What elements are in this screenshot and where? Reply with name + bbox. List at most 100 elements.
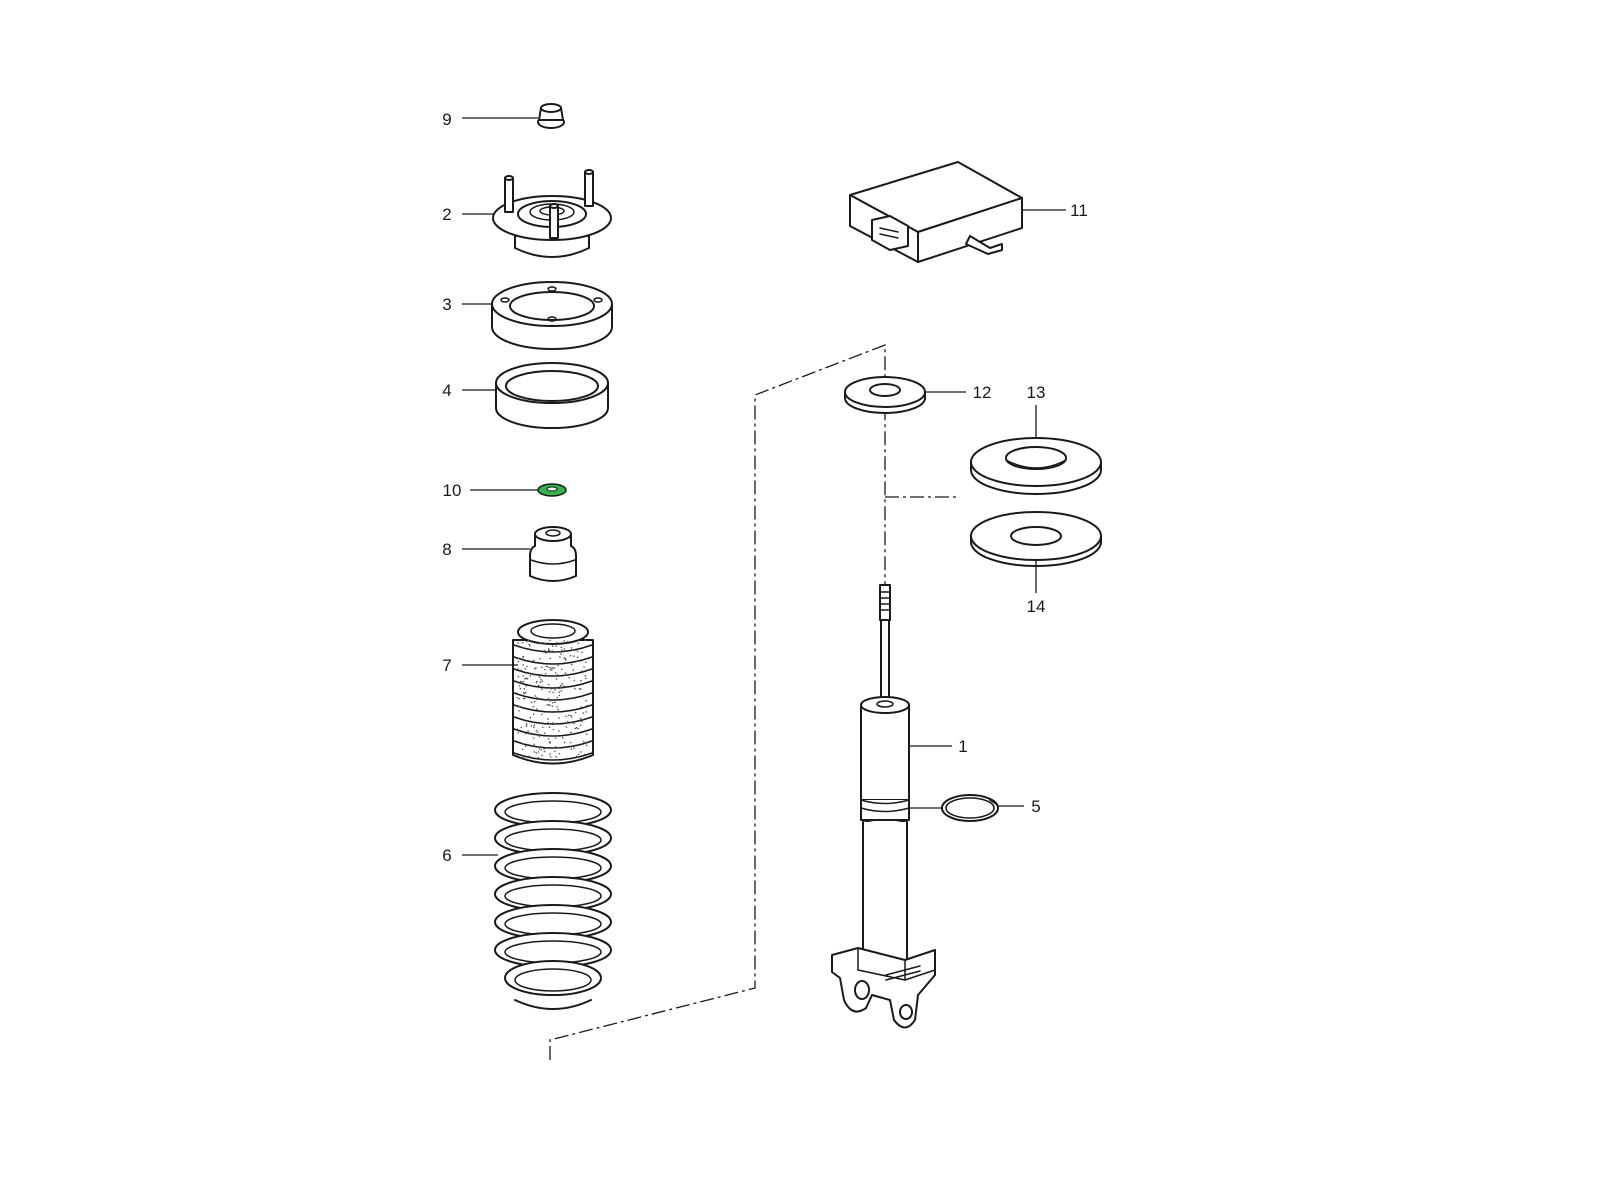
boot-texture-dot bbox=[522, 664, 524, 666]
boot-texture-dot bbox=[565, 715, 567, 718]
boot-texture-dot bbox=[541, 666, 543, 669]
boot-texture-dot bbox=[520, 669, 522, 672]
boot-texture-dot bbox=[551, 645, 554, 647]
part-9-flange-nut[interactable] bbox=[537, 103, 565, 129]
callout-8[interactable]: 8 bbox=[442, 540, 451, 559]
boot-texture-dot bbox=[538, 748, 541, 750]
callout-13[interactable]: 13 bbox=[1027, 383, 1046, 402]
boot-texture-dot bbox=[560, 653, 562, 655]
boot-fold bbox=[513, 692, 593, 701]
boot-texture-dot bbox=[585, 661, 587, 664]
boot-texture-dot bbox=[525, 724, 528, 727]
part-10-washer-highlighted[interactable] bbox=[537, 483, 567, 497]
part-3-spacer-ring[interactable] bbox=[491, 281, 613, 350]
boot-texture-dot bbox=[558, 691, 560, 693]
boot-texture-dot bbox=[580, 688, 582, 690]
callout-14[interactable]: 14 bbox=[1027, 597, 1046, 616]
boot-texture-dot bbox=[538, 676, 541, 678]
boot-texture-dot bbox=[556, 696, 559, 699]
boot-texture-dot bbox=[519, 687, 522, 690]
boot-texture-dot bbox=[570, 663, 573, 666]
boot-texture-dot bbox=[518, 705, 520, 708]
boot-texture-dot bbox=[585, 711, 587, 713]
callout-12[interactable]: 12 bbox=[973, 383, 992, 402]
callout-9[interactable]: 9 bbox=[442, 110, 451, 129]
boot-texture-dot bbox=[570, 748, 573, 750]
boot-texture-dot bbox=[556, 642, 558, 644]
boot-fold bbox=[513, 728, 593, 737]
boot-fold bbox=[513, 644, 593, 653]
boot-texture-dot bbox=[572, 669, 575, 671]
callout-2[interactable]: 2 bbox=[442, 205, 451, 224]
boot-texture-dot bbox=[552, 722, 554, 724]
part-2-top-mount[interactable] bbox=[492, 169, 612, 258]
part-14-spring-plate[interactable] bbox=[970, 511, 1102, 567]
boot-texture-dot bbox=[548, 666, 550, 669]
part-5-circlip[interactable] bbox=[941, 794, 999, 822]
callout-4[interactable]: 4 bbox=[442, 381, 451, 400]
leader-lines bbox=[462, 117, 1066, 856]
boot-texture-dot bbox=[525, 685, 527, 687]
spring-coil bbox=[504, 960, 602, 996]
boot-texture-dot bbox=[560, 646, 563, 649]
boot-texture-dot bbox=[528, 639, 530, 642]
boot-texture-dot bbox=[563, 648, 566, 650]
boot-texture-dot bbox=[564, 659, 567, 661]
boot-texture-dot bbox=[533, 726, 535, 729]
boot-texture-dot bbox=[552, 702, 554, 704]
boot-texture-dot bbox=[519, 682, 522, 685]
part-1-shock-absorber[interactable] bbox=[831, 584, 936, 1029]
boot-texture-dot bbox=[528, 643, 530, 646]
boot-texture-dot bbox=[571, 649, 573, 651]
boot-texture-dot bbox=[559, 685, 561, 688]
boot-texture-dot bbox=[573, 679, 576, 682]
boot-texture-dot bbox=[567, 721, 569, 723]
boot-texture-dot bbox=[539, 658, 541, 660]
part-8-bump-stop[interactable] bbox=[529, 526, 577, 582]
boot-texture-dot bbox=[541, 688, 543, 690]
part-4-ring[interactable] bbox=[495, 362, 609, 429]
boot-texture-dot bbox=[563, 685, 565, 687]
part-6-coil-spring[interactable] bbox=[494, 792, 612, 1010]
boot-texture-dot bbox=[546, 704, 548, 706]
part-11-control-unit[interactable] bbox=[849, 161, 1023, 263]
boot-texture-dot bbox=[548, 704, 550, 706]
boot-texture-dot bbox=[524, 745, 527, 747]
boot-texture-dot bbox=[586, 704, 588, 707]
boot-texture-dot bbox=[543, 750, 546, 753]
boot-texture-dot bbox=[549, 657, 552, 660]
boot-texture-dot bbox=[556, 706, 558, 708]
boot-texture-dot bbox=[522, 658, 524, 660]
boot-texture-dot bbox=[541, 680, 544, 683]
callout-10[interactable]: 10 bbox=[443, 481, 462, 500]
boot-texture-dot bbox=[536, 696, 538, 699]
part-13-spring-plate[interactable] bbox=[970, 437, 1102, 495]
callout-3[interactable]: 3 bbox=[442, 295, 451, 314]
boot-texture-dot bbox=[573, 655, 575, 657]
boot-texture-dot bbox=[532, 659, 535, 662]
boot-texture-dot bbox=[572, 721, 574, 723]
boot-texture-dot bbox=[549, 756, 552, 758]
boot-texture-dot bbox=[579, 724, 582, 726]
callout-11[interactable]: 11 bbox=[1070, 201, 1088, 220]
callout-1[interactable]: 1 bbox=[958, 737, 967, 756]
boot-texture-dot bbox=[552, 728, 555, 731]
boot-fold bbox=[513, 668, 593, 677]
boot-texture-dot bbox=[547, 718, 549, 720]
part-12-washer[interactable] bbox=[844, 376, 926, 414]
boot-texture-dot bbox=[536, 680, 538, 683]
callout-5[interactable]: 5 bbox=[1031, 797, 1040, 816]
boot-texture-dot bbox=[563, 698, 566, 700]
boot-texture-dot bbox=[516, 681, 519, 684]
callout-7[interactable]: 7 bbox=[442, 656, 451, 675]
callout-6[interactable]: 6 bbox=[442, 846, 451, 865]
boot-texture-dot bbox=[536, 731, 539, 733]
part-7-protective-boot[interactable] bbox=[512, 619, 594, 765]
boot-texture-dot bbox=[580, 706, 583, 708]
boot-texture-dot bbox=[547, 738, 550, 740]
boot-texture-dot bbox=[551, 650, 554, 652]
boot-texture-dot bbox=[524, 691, 527, 694]
boot-texture-dot bbox=[567, 714, 570, 717]
